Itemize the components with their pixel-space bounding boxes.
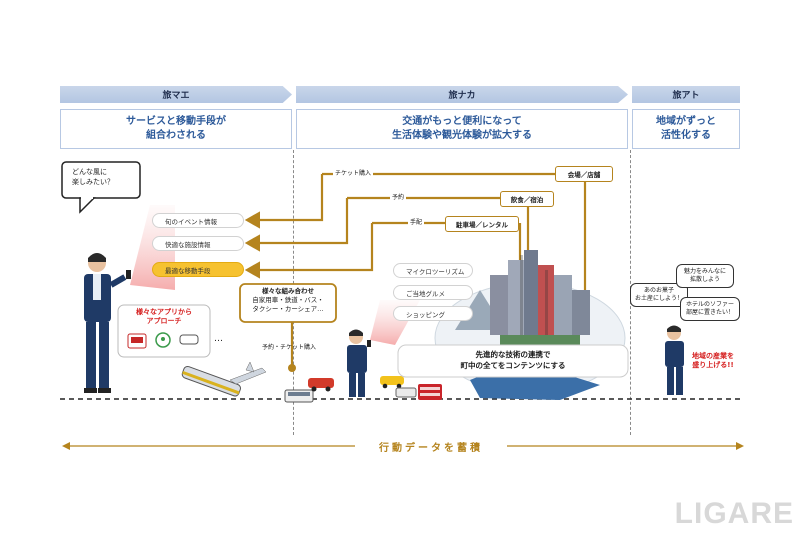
person-left <box>84 253 131 393</box>
phase-desc-before-line2: 組合わされる <box>146 130 206 141</box>
phase-label-during: 旅ナカ <box>448 91 476 101</box>
info-item-transport[interactable]: 最適な移動手段 <box>152 262 244 277</box>
combination-text: 様々な組み合わせ 自家用車・鉄道・バス・ タクシー・カーシェア… <box>242 287 334 314</box>
taxi <box>380 376 404 389</box>
bubble-souvenir-line1: あのお菓子 <box>643 287 674 294</box>
bubble-souvenir-line2: お土産にしよう！ <box>635 295 684 302</box>
activity-micro-tourism[interactable]: マイクロツーリズム <box>393 263 473 278</box>
reserve-ticket-label: 予約・チケット購入 <box>262 344 317 351</box>
phase-desc-during-line1: 交通がもっと便利になって <box>402 116 522 127</box>
question-bubble-tail <box>79 197 96 214</box>
data-arrow-left-head <box>62 442 70 450</box>
combination-box <box>239 283 337 323</box>
phase-desc-during-line2: 生活体験や観光体験が拡大する <box>392 130 532 141</box>
approach-line1: 様々なアプリから <box>136 308 192 316</box>
info-item-event[interactable]: 旬のイベント情報 <box>152 213 244 228</box>
combination-title: 様々な組み合わせ <box>262 287 314 295</box>
info-item-event-label: 旬のイベント情報 <box>165 217 217 226</box>
destination-food-lodging-label: 飲食／宿泊 <box>510 196 544 204</box>
red-car <box>308 378 334 392</box>
flow-label-arrange: 手配 <box>408 217 425 226</box>
train <box>181 365 241 397</box>
local-industry-line1: 地域の産業を <box>692 352 734 360</box>
bubble-sofa-line2: 部屋に置きたい！ <box>685 309 734 316</box>
info-item-facility-label: 快適な施設情報 <box>165 240 211 249</box>
bubble-share-line2: 拡散しよう <box>689 276 720 283</box>
phase-label-before: 旅マエ <box>162 91 190 101</box>
phase-desc-after: 地域がずっと 活性化する <box>632 109 740 149</box>
city-caption-box <box>397 344 629 378</box>
flow-node <box>288 364 296 372</box>
activity-local-gourmet-label: ご当地グルメ <box>406 289 445 298</box>
activity-shopping-label: ショッピング <box>406 310 445 319</box>
ligare-logo: LIGARE <box>674 497 794 530</box>
bubble-sofa-line1: ホテルのソファー <box>685 301 734 308</box>
destination-parking-rental-label: 駐車場／レンタル <box>456 221 508 229</box>
bubble-share: 魅力をみんなに 拡散しよう <box>676 264 734 288</box>
local-industry-line2: 盛り上げる!! <box>692 361 734 369</box>
info-item-transport-label: 最適な移動手段 <box>165 266 211 275</box>
phase-desc-after-line2: 活性化する <box>661 130 711 141</box>
destination-venue-shop[interactable]: 会場／店舗 <box>555 166 613 182</box>
bubble-share-line1: 魅力をみんなに <box>683 268 726 275</box>
question-text: どんな風に 楽しみたい？ <box>72 167 136 187</box>
city-caption-line2: 町中の全てをコンテンツにする <box>460 361 566 370</box>
app-ellipsis: … <box>214 334 223 344</box>
car-icon <box>179 334 199 345</box>
double-decker-bus <box>418 384 442 400</box>
activity-local-gourmet[interactable]: ご当地グルメ <box>393 285 473 300</box>
phase-desc-during: 交通がもっと便利になって 生活体験や観光体験が拡大する <box>296 109 628 149</box>
destination-food-lodging[interactable]: 飲食／宿泊 <box>500 191 554 207</box>
phase-header-before: 旅マエ <box>60 86 292 103</box>
city-caption: 先進的な技術の連携で 町中の全てをコンテンツにする <box>400 349 626 371</box>
combination-line2: 自家用車・鉄道・バス・ <box>252 296 324 304</box>
phase-header-after: 旅アト <box>632 86 740 103</box>
destination-venue-shop-label: 会場／店舗 <box>567 171 601 179</box>
phase-desc-before-line1: サービスと移動手段が <box>126 116 226 127</box>
phase-label-after: 旅アト <box>672 91 700 101</box>
phase-desc-before: サービスと移動手段が 組合わされる <box>60 109 292 149</box>
buildings <box>490 250 590 350</box>
destination-parking-rental[interactable]: 駐車場／レンタル <box>445 216 519 232</box>
data-accumulation-label: 行動データを蓄積 <box>379 443 483 454</box>
tram <box>395 387 417 398</box>
person-middle <box>347 329 371 397</box>
info-item-facility[interactable]: 快適な施設情報 <box>152 236 244 251</box>
bus <box>284 389 314 403</box>
combination-line3: タクシー・カーシェア… <box>252 305 324 313</box>
local-industry-caption: 地域の産業を 盛り上げる!! <box>684 352 742 370</box>
data-arrow-right-head <box>736 442 744 450</box>
airplane <box>229 361 267 385</box>
phase-header-during: 旅ナカ <box>296 86 628 103</box>
question-bubble <box>61 161 141 199</box>
bubble-sofa: ホテルのソファー 部屋に置きたい！ <box>680 297 740 321</box>
flow-label-reserve: 予約 <box>390 192 407 201</box>
city-caption-line1: 先進的な技術の連携で <box>475 350 551 359</box>
approach-line2: アプローチ <box>146 317 182 325</box>
question-line2: 楽しみたい？ <box>72 178 114 186</box>
phase-desc-after-line1: 地域がずっと <box>656 116 716 127</box>
person-right <box>665 325 684 395</box>
activity-micro-tourism-label: マイクロツーリズム <box>406 267 465 276</box>
activity-shopping[interactable]: ショッピング <box>393 306 473 321</box>
approach-text: 様々なアプリから アプローチ <box>120 308 208 326</box>
flow-label-ticket: チケット購入 <box>333 168 374 177</box>
question-line1: どんな風に <box>72 168 107 176</box>
